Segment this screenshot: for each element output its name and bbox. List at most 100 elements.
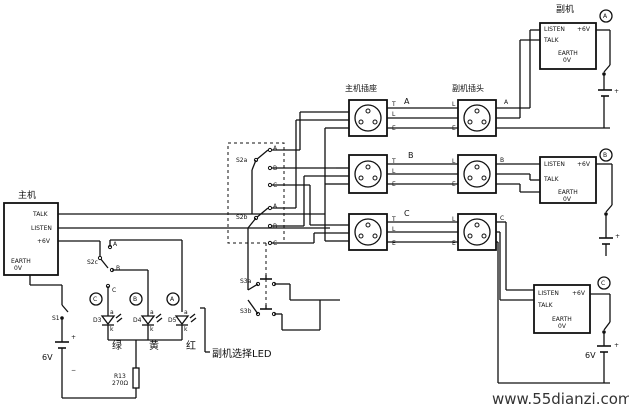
resistor-value: 270Ω	[112, 380, 128, 387]
main-unit-wiring	[29, 213, 330, 286]
s3a-label: S3a	[240, 278, 252, 285]
sub-a-listen: LISTEN	[544, 26, 565, 33]
row-c-plug-pin-l: L	[452, 216, 456, 223]
led-badge-b: B	[133, 296, 137, 303]
sub-b-listen: LISTEN	[544, 161, 565, 168]
sub-c-listen: LISTEN	[538, 290, 559, 297]
sub-unit-a-badge: A	[603, 13, 608, 20]
led-d4-color: 黄	[149, 339, 159, 352]
watermark: www.55dianzi.com	[492, 390, 629, 408]
main-unit-title: 主机	[18, 189, 36, 201]
row-b-pin-e: E	[392, 181, 396, 188]
led-badge-a: A	[170, 296, 175, 303]
plug-title: 副机插头	[452, 83, 484, 93]
s2c-label: S2c	[87, 259, 98, 266]
row-a-plug-pin-e: E	[452, 125, 456, 132]
main-talk-label: TALK	[32, 211, 49, 218]
led-d3-label: D3	[93, 317, 102, 324]
s2a-label: S2a	[236, 157, 248, 164]
main-unit: 主机 TALK LISTEN +6V EARTH 0V	[3, 189, 59, 276]
ground-bus	[282, 299, 340, 331]
row-c-pin-t: T	[391, 216, 396, 223]
main-listen-label: LISTEN	[31, 225, 52, 232]
led-d5-cathode: k	[184, 326, 188, 333]
row-c-label: C	[404, 209, 410, 218]
socket-title: 主机插座	[345, 83, 377, 93]
s2c-pos-c: C	[112, 287, 116, 294]
row-a-out-label: A	[504, 99, 509, 106]
row-a-plug-pin-l: L	[452, 101, 456, 108]
row-c-pin-l: L	[392, 226, 396, 233]
switch-bank: S2a A B C S2b A B C S3a S3b	[227, 111, 340, 330]
led-d5-anode: a	[184, 309, 188, 316]
sub-c-earth: EARTH	[552, 316, 572, 323]
s2c-pos-b: B	[116, 265, 120, 272]
main-plus6v-label: +6V	[37, 238, 51, 245]
row-c-plug-pin-e: E	[452, 240, 456, 247]
row-a-pin-t: T	[391, 101, 396, 108]
main-unit-box	[3, 202, 59, 276]
main-0v-label: 0V	[14, 265, 23, 272]
sub-c-talk: TALK	[537, 302, 554, 309]
main-battery-voltage: 6V	[42, 353, 53, 362]
sub-a-battery-plus: +	[614, 88, 619, 95]
sub-a-plus6v: +6V	[577, 26, 591, 33]
resistor-ref: R13	[114, 373, 126, 380]
sub-b-0v: 0V	[563, 196, 572, 203]
main-battery-plus: +	[71, 334, 76, 341]
sub-unit-b: B LISTEN +6V TALK EARTH 0V +	[539, 148, 620, 256]
row-c-pin-e: E	[392, 240, 396, 247]
connector-row-b: T L E B L E B	[336, 151, 540, 194]
row-b-pin-t: T	[391, 158, 396, 165]
sub-unit-b-badge: B	[603, 152, 607, 159]
main-power: S1 + 6V −	[42, 285, 76, 398]
connector-row-c: T L E C L E C	[340, 209, 610, 384]
row-b-label: B	[408, 151, 414, 160]
sub-c-0v: 0V	[558, 323, 567, 330]
led-d5-label: D5	[168, 317, 177, 324]
row-c-out-label: C	[500, 215, 504, 222]
s2b-pos-a: A	[273, 203, 278, 210]
led-section: S2c A B C C B A D3 a k 绿 D4	[62, 239, 272, 399]
led-d4-label: D4	[133, 317, 142, 324]
led-d3-color: 绿	[112, 339, 122, 352]
sub-unit-a-badge-circle	[599, 9, 613, 23]
s3b-label: S3b	[240, 308, 252, 315]
sub-b-plus6v: +6V	[577, 161, 591, 168]
row-a-label: A	[404, 97, 410, 106]
sub-unit-a: 副机 A LISTEN +6V TALK EARTH 0V +	[519, 3, 619, 128]
s2c-pos-a: A	[113, 241, 118, 248]
sub-b-talk: TALK	[543, 176, 560, 183]
connector-row-a: T L E A L E A	[340, 97, 610, 137]
sub-b-earth: EARTH	[558, 189, 578, 196]
sub-a-0v: 0V	[563, 57, 572, 64]
row-b-out-label: B	[500, 157, 504, 164]
sub-unit-title: 副机	[556, 3, 574, 15]
led-d5-color: 红	[186, 339, 196, 352]
main-battery-minus: −	[71, 367, 76, 374]
led-d3-anode: a	[110, 309, 114, 316]
row-b-plug-pin-e: E	[452, 181, 456, 188]
row-a-pin-e: E	[392, 125, 396, 132]
sub-a-talk: TALK	[543, 37, 560, 44]
led-d3-cathode: k	[110, 326, 114, 333]
led-caption: 副机选择LED	[212, 347, 272, 360]
led-badge-c: C	[93, 296, 97, 303]
row-a-pin-l: L	[392, 111, 396, 118]
s2a-pos-a: A	[273, 145, 278, 152]
sub-c-battery-voltage: 6V	[585, 351, 596, 360]
sub-b-battery-plus: +	[615, 233, 620, 240]
sub-c-battery-plus: +	[614, 342, 619, 349]
sub-a-earth: EARTH	[558, 50, 578, 57]
main-earth-label: EARTH	[11, 258, 31, 265]
sub-unit-c: C LISTEN +6V TALK EARTH 0V + 6V	[533, 276, 619, 383]
row-b-plug-pin-l: L	[452, 158, 456, 165]
s2b-label: S2b	[236, 214, 248, 221]
s1-label: S1	[52, 315, 60, 322]
sub-unit-c-badge: C	[601, 280, 605, 287]
sub-c-plus6v: +6V	[572, 290, 586, 297]
led-d4-anode: a	[150, 309, 154, 316]
row-b-pin-l: L	[392, 168, 396, 175]
